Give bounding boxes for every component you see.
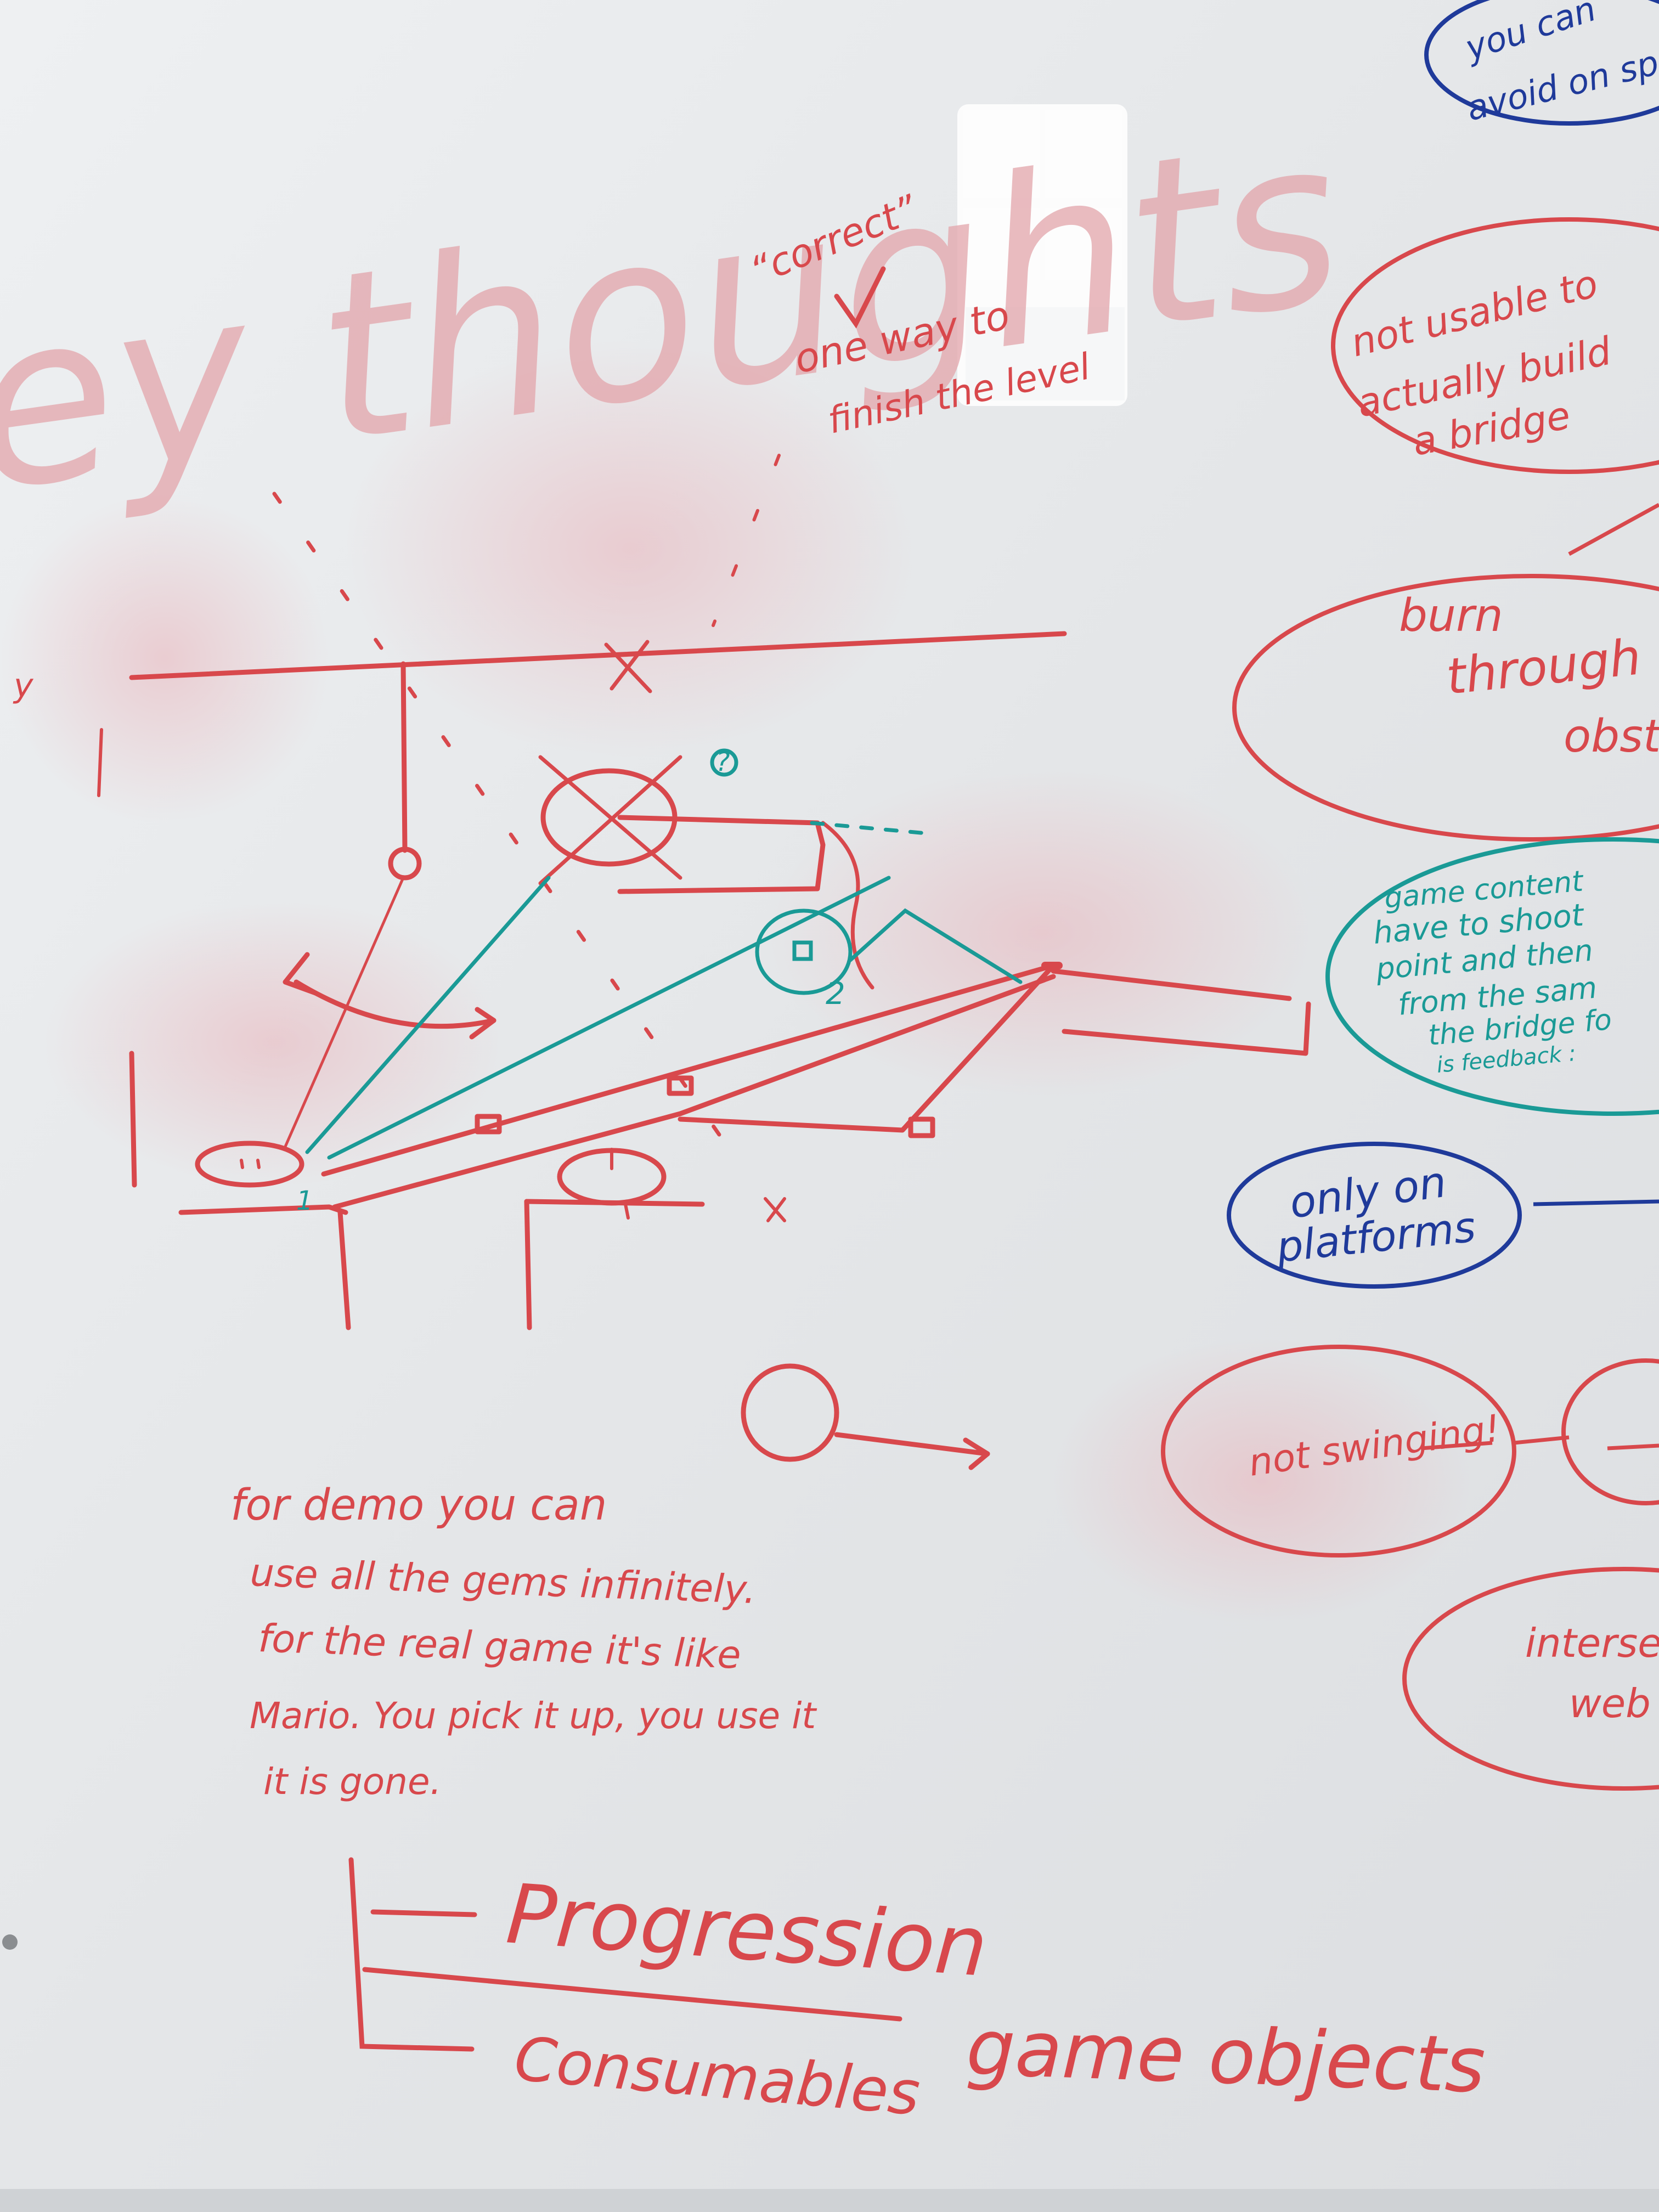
platform-number-2: 2: [826, 976, 845, 1012]
bubble-burn-through: burn through obst: [1232, 574, 1659, 842]
board-mount-screw: [2, 1934, 18, 1950]
tree-game-objects-label: game objects: [965, 2003, 1487, 2111]
svg-text:for demo you can: for demo you can: [230, 1481, 607, 1530]
svg-text:intersect: intersect: [1525, 1620, 1659, 1666]
platform-number-1: 1: [296, 1186, 313, 1216]
board-frame-edge: [0, 2189, 1659, 2212]
svg-text:it is gone.: it is gone.: [263, 1760, 442, 1803]
teal-question-mark: ?: [716, 747, 730, 777]
teal-sketch: [305, 748, 1023, 1160]
connector-line: [1568, 503, 1659, 556]
axis-label-y: y: [13, 667, 34, 705]
svg-text:web: web: [1569, 1680, 1651, 1726]
bubble-game-content: game content have to shoot point and the…: [1325, 837, 1659, 1116]
svg-text:obst: obst: [1564, 710, 1659, 763]
bubble-intersect: intersect web: [1402, 1567, 1659, 1791]
level-sketch: [97, 454, 1311, 1470]
eraser-smudges: [0, 340, 1470, 1624]
svg-text:burn: burn: [1399, 590, 1503, 642]
svg-text:Mario. You pick it up, you use: Mario. You pick it up, you use it: [250, 1695, 817, 1737]
light-reflection: [957, 104, 1127, 406]
